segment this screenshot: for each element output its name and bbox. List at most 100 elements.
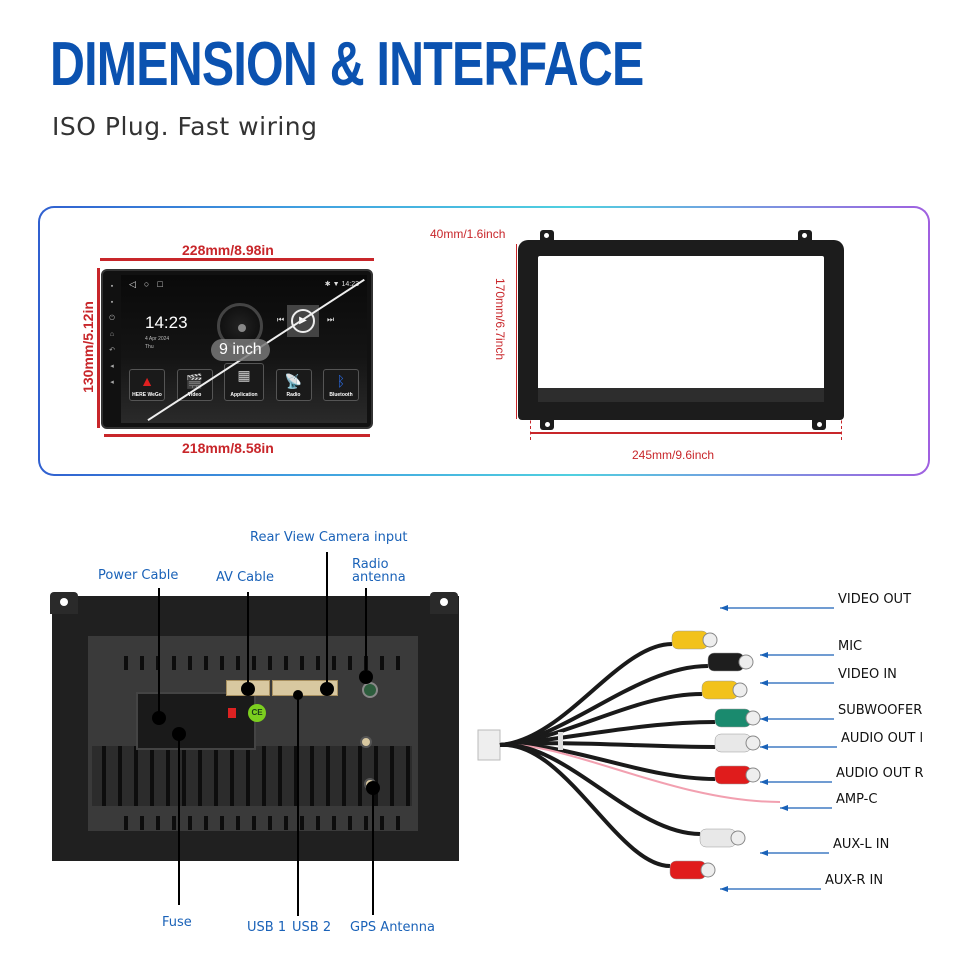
- navigation-icon: ▲: [140, 373, 154, 389]
- apps-grid-icon: ▦: [237, 367, 251, 383]
- leader-radio: [365, 588, 367, 674]
- frame-width-line: [530, 432, 841, 434]
- mount-bracket: [50, 592, 78, 614]
- page-subtitle: ISO Plug. Fast wiring: [52, 112, 318, 141]
- frame-width-tick-left: [530, 415, 531, 440]
- headunit-top-width: 228mm/8.98in: [182, 242, 274, 258]
- radio-antenna-port: [362, 682, 378, 698]
- headunit-screen: ◁○□ ✱ ▼ 14:23 14:23 4 Apr 2024 Thu ⏮ ▶ ⏭…: [121, 275, 367, 423]
- leader-gps: [372, 790, 374, 915]
- fuse-slot: [228, 708, 236, 718]
- frame-tab: [540, 418, 554, 430]
- mount-bracket: [430, 592, 458, 614]
- frame-height: 170mm/6.7inch: [493, 277, 507, 361]
- leader-usb: [297, 696, 299, 916]
- cable-tie: [558, 732, 563, 750]
- cable-label: SUBWOOFER: [838, 703, 923, 718]
- android-nav-bar: ◁○□: [129, 279, 171, 290]
- leader-av: [247, 592, 249, 686]
- marker-usb: [293, 690, 303, 700]
- cable-wire: [499, 642, 673, 747]
- label-usb2: USB 2: [292, 920, 332, 935]
- rca-tip: [702, 632, 718, 648]
- rear-unit-image: CE: [52, 596, 459, 861]
- headunit-image: ▪▪⏻⌂↶◂◂ ◁○□ ✱ ▼ 14:23 14:23 4 Apr 2024 T…: [101, 269, 373, 429]
- av-cable-diagram: [477, 605, 837, 892]
- play-icon: ▶: [291, 309, 315, 333]
- frame-tab: [812, 418, 826, 430]
- marker-gps: [366, 781, 380, 795]
- bluetooth-icon: ᛒ: [336, 373, 346, 389]
- clock-time: 14:23: [145, 313, 188, 332]
- rca-tip: [700, 862, 716, 878]
- leader-camera: [326, 552, 328, 686]
- headunit-bottom-width: 218mm/8.58in: [182, 440, 274, 456]
- arrow-icon: [760, 779, 768, 785]
- app-here-wego: ▲HERE WeGo: [129, 369, 165, 401]
- label-av-cable: AV Cable: [216, 570, 274, 585]
- frame-tab: [798, 230, 812, 242]
- rca-tip: [738, 654, 754, 670]
- marker-av: [241, 682, 255, 696]
- arrow-icon: [760, 744, 768, 750]
- ce-mark-icon: CE: [248, 704, 266, 722]
- rca-tip: [745, 735, 761, 751]
- headunit-height: 130mm/5.12in: [80, 301, 96, 393]
- bottom-width-line: [104, 434, 370, 437]
- arrow-icon: [760, 652, 768, 658]
- rca-tip: [745, 767, 761, 783]
- status-time: 14:23: [341, 281, 359, 288]
- height-line: [97, 268, 100, 428]
- label-usb1: USB 1: [247, 920, 287, 935]
- screen-size-badge: 9 inch: [211, 339, 270, 361]
- cable-wire: [499, 742, 671, 868]
- wifi-icon: ▼: [332, 281, 340, 288]
- cable-label: AUDIO OUT l: [841, 731, 924, 746]
- rca-tip: [745, 710, 761, 726]
- cable-label: AUX-R IN: [825, 873, 884, 888]
- marker-power: [152, 711, 166, 725]
- label-fuse: Fuse: [162, 915, 192, 930]
- arrow-icon: [760, 850, 768, 856]
- side-buttons: ▪▪⏻⌂↶◂◂: [109, 283, 115, 386]
- radio-icon: 📡: [284, 373, 303, 389]
- cable-label: AUDIO OUT R: [836, 766, 924, 781]
- arrow-icon: [720, 886, 728, 892]
- cable-label: AUX-L IN: [833, 837, 890, 852]
- arrow-icon: [780, 805, 788, 811]
- frame-depth: 40mm/1.6inch: [430, 227, 506, 241]
- top-width-line: [100, 258, 374, 261]
- cable-label: VIDEO OUT: [838, 592, 912, 607]
- app-video: 🎬Video: [176, 369, 213, 401]
- clock-date: 4 Apr 2024 Thu: [145, 336, 170, 350]
- next-icon: ⏭: [327, 315, 335, 324]
- bluetooth-status-icon: ✱: [324, 281, 331, 288]
- label-rear-camera: Rear View Camera input: [250, 530, 408, 545]
- marker-camera: [320, 682, 334, 696]
- harness-plug: [477, 729, 501, 761]
- marker-radio: [359, 670, 373, 684]
- arrow-icon: [720, 605, 728, 611]
- arrow-icon: [760, 680, 768, 686]
- previous-icon: ⏮: [277, 315, 285, 324]
- frame-width-tick-right: [841, 415, 842, 440]
- status-bar: ✱ ▼ 14:23: [325, 280, 359, 288]
- leader-fuse: [178, 735, 180, 905]
- label-power-cable: Power Cable: [98, 568, 179, 583]
- home-icon: ○: [143, 279, 158, 289]
- app-radio: 📡Radio: [275, 369, 312, 401]
- back-icon: ◁: [129, 279, 144, 289]
- arrow-icon: [760, 716, 768, 722]
- frame-tab: [540, 230, 554, 242]
- usb-port: [360, 736, 372, 748]
- label-gps-antenna: GPS Antenna: [350, 920, 435, 935]
- frame-width: 245mm/9.6inch: [632, 448, 715, 462]
- cable-label: VIDEO IN: [838, 667, 897, 682]
- cable-label: MIC: [838, 639, 863, 654]
- rca-tip: [732, 682, 748, 698]
- frame-height-line: [516, 244, 517, 419]
- rca-tip: [730, 830, 746, 846]
- cable-label: AMP-C: [836, 792, 878, 807]
